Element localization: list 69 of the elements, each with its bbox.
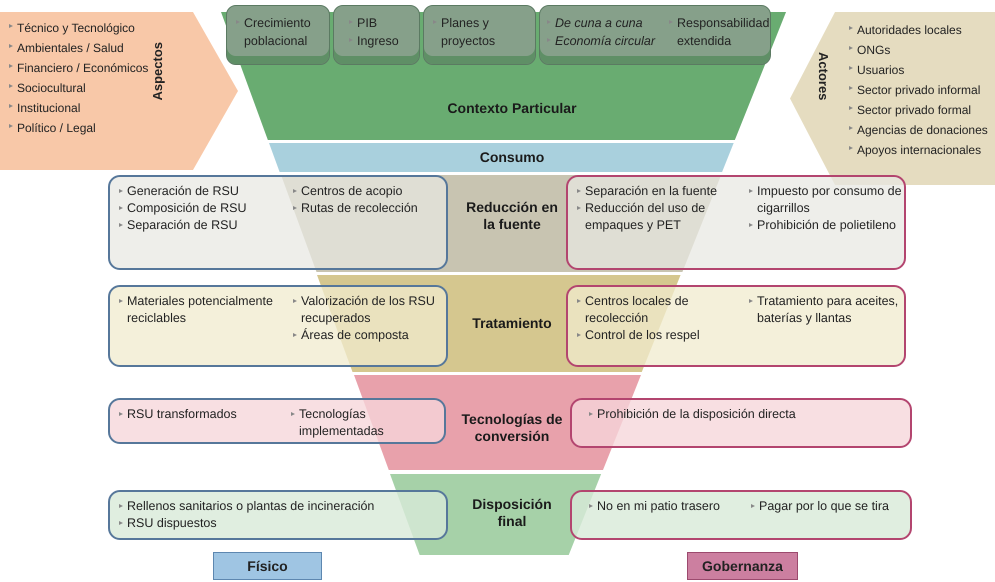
list-item: Control de los respel: [576, 327, 744, 344]
list-item: Financiero / Económicos: [8, 58, 148, 78]
category-key: [213, 552, 322, 580]
list-item: Pagar por lo que se tira: [750, 498, 908, 515]
list-item: Impuesto por consumo de cigarrillos: [748, 183, 902, 217]
list-item: Planes y proyectos: [432, 14, 531, 50]
list-item: Ambientales / Salud: [8, 38, 148, 58]
list-item: Prohibición de la disposición directa: [588, 406, 908, 423]
list-item: Prohibición de polietileno: [748, 217, 902, 234]
list-item: Sector privado informal: [848, 80, 988, 100]
content-box: [566, 175, 906, 270]
list-item: Tratamiento para aceites, baterías y llantas: [748, 293, 902, 327]
list-item: Composición de RSU: [118, 200, 288, 217]
stage-label: Consumo: [478, 149, 546, 166]
list-item: ONGs: [848, 40, 988, 60]
list-item: Generación de RSU: [118, 183, 288, 200]
list-item: Autoridades locales: [848, 20, 988, 40]
content-box: [570, 398, 912, 448]
pentagon-panel: [0, 12, 238, 170]
list-item: Separación de RSU: [118, 217, 288, 234]
list-item: Valorización de los RSU recuperados: [292, 293, 444, 327]
category-label: Gobernanza: [701, 557, 784, 576]
list-item: Economía circular: [546, 32, 664, 50]
list-item: Tecnologías implementadas: [290, 406, 442, 440]
list-item: Rellenos sanitarios o plantas de incineración: [118, 498, 444, 515]
context-box: [538, 5, 771, 65]
list-item: RSU transformados: [118, 406, 286, 423]
list-item: Agencias de donaciones: [848, 120, 988, 140]
list-item: De cuna a cuna: [546, 14, 664, 32]
stage-label: Disposición final: [471, 496, 553, 530]
stage-label: Reducción en la fuente: [465, 199, 559, 233]
list-item: PIB: [348, 14, 415, 32]
list-item: Sector privado formal: [848, 100, 988, 120]
list-item: Crecimiento poblacional: [234, 14, 325, 50]
list-item: Sociocultural: [8, 78, 148, 98]
pentagon-panel: [790, 12, 995, 185]
list-item: Técnico y Tecnológico: [8, 18, 148, 38]
content-box: [108, 398, 446, 444]
stage-label: Tecnologías de conversión: [460, 411, 564, 445]
funnel-band: [269, 143, 734, 172]
content-box: [570, 490, 912, 540]
category-label: Físico: [246, 557, 289, 576]
list-item: Político / Legal: [8, 118, 148, 138]
list-item: Materiales potencialmente reciclables: [118, 293, 288, 327]
list-item: Ingreso: [348, 32, 415, 50]
stage-label: Contexto Particular: [446, 100, 578, 117]
funnel-band: [221, 5, 786, 140]
panel-heading: Aspectos: [150, 42, 165, 101]
content-box: [108, 175, 448, 270]
category-key: [687, 552, 798, 580]
stage-label: Tratamiento: [471, 315, 553, 332]
context-box: [226, 5, 330, 65]
content-box: [108, 490, 448, 540]
list-item: No en mi patio trasero: [588, 498, 746, 515]
list-item: Reducción del uso de empaques y PET: [576, 200, 744, 234]
content-box: [566, 285, 906, 367]
list-item: Áreas de composta: [292, 327, 444, 344]
list-item: Rutas de recolección: [292, 200, 444, 217]
list-item: RSU dispuestos: [118, 515, 444, 532]
list-item: Centros de acopio: [292, 183, 444, 200]
list-item: Usuarios: [848, 60, 988, 80]
list-item: Apoyos internacionales: [848, 140, 988, 160]
context-box: [332, 5, 420, 65]
list-item: Institucional: [8, 98, 148, 118]
panel-heading: Actores: [816, 52, 831, 100]
list-item: Centros locales de recolección: [576, 293, 744, 327]
context-box: [422, 5, 536, 65]
content-box: [108, 285, 448, 367]
list-item: Separación en la fuente: [576, 183, 744, 200]
